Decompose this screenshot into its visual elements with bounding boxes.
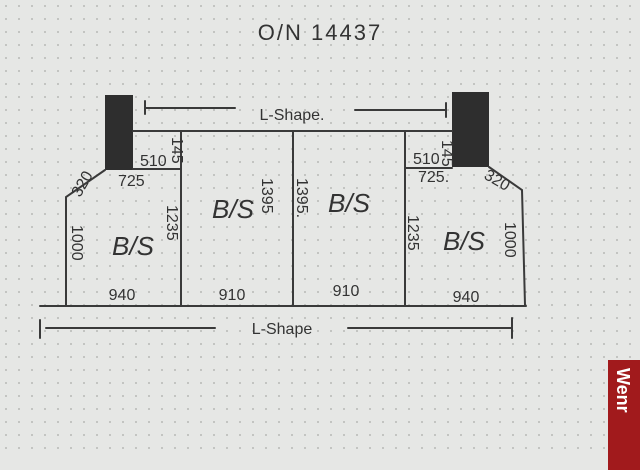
sketch-canvas: O/N 14437 L-Shape. L-Shape 510 145 725 3… <box>0 0 640 460</box>
center-right-bottom-width: 910 <box>333 283 360 300</box>
red-tab-text: Wenr <box>613 368 633 413</box>
right-step-height: 145 <box>438 140 455 167</box>
left-side-height: 1000 <box>68 225 85 261</box>
center-left-height: 1395 <box>258 178 275 214</box>
left-step-height: 145 <box>168 137 185 164</box>
left-bottom-width: 940 <box>109 287 136 304</box>
right-inner-height: 1235 <box>404 215 421 251</box>
left-inner-height: 1235 <box>163 205 180 241</box>
red-bookmark-tab: Wenr <box>608 360 640 470</box>
right-side-height: 1000 <box>501 222 518 258</box>
top-dimension-label: L-Shape. <box>260 107 325 124</box>
right-bottom-width: 940 <box>453 289 480 306</box>
bottom-dimension-label: L-Shape <box>252 321 313 338</box>
top-dimension-line <box>144 100 447 118</box>
bottom-dimension-line <box>39 317 513 339</box>
left-top-width: 510 <box>140 153 167 170</box>
right-width-725: 725. <box>418 169 449 186</box>
dot-grid <box>0 0 640 460</box>
center-left-label: B/S <box>212 194 255 224</box>
right-top-width: 510 <box>413 151 440 168</box>
left-width-725: 725 <box>118 173 145 190</box>
center-right-height: 1395. <box>293 178 310 218</box>
center-right-label: B/S <box>328 188 371 218</box>
right-section-label: B/S <box>443 226 486 256</box>
order-number: O/N 14437 <box>258 20 382 45</box>
left-section-label: B/S <box>112 231 155 261</box>
benchtop-outline <box>39 130 527 307</box>
right-end-block <box>452 92 489 167</box>
left-end-block <box>105 95 133 170</box>
center-left-bottom-width: 910 <box>219 287 246 304</box>
